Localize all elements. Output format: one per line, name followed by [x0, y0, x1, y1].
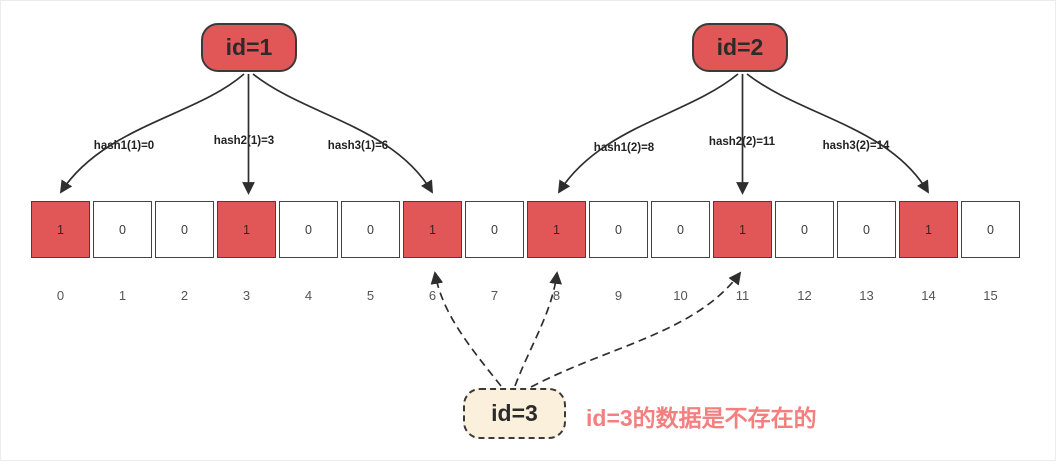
cell-value: 0 [305, 222, 312, 237]
hash-label-hash3-2: hash3(2)=14 [822, 140, 890, 152]
array-cell-10: 0 [651, 201, 710, 258]
id1-hash-arrows [59, 73, 433, 195]
cell-index-label-15: 15 [983, 287, 998, 303]
cell-value: 0 [119, 222, 126, 237]
cell-value: 1 [243, 222, 250, 237]
array-cell-13: 0 [837, 201, 896, 258]
cell-value: 0 [367, 222, 374, 237]
cell-value: 0 [987, 222, 994, 237]
cell-value: 1 [429, 222, 436, 237]
cell-index-label-12: 12 [797, 287, 812, 303]
hash-label-hash1-1: hash1(1)=0 [93, 140, 155, 152]
node-id3-label: id=3 [491, 400, 538, 426]
cell-value: 0 [863, 222, 870, 237]
array-cell-4: 0 [279, 201, 338, 258]
cell-index-label-9: 9 [614, 287, 623, 303]
hash-label-hash1-2: hash1(2)=8 [593, 142, 655, 154]
note-text: id=3的数据是不存在的 [586, 405, 817, 431]
cell-value: 1 [739, 222, 746, 237]
hash-label-hash2-1: hash2(1)=3 [213, 135, 275, 147]
hash-label-hash3-1: hash3(1)=6 [327, 140, 389, 152]
cell-value: 1 [925, 222, 932, 237]
cell-index-label-5: 5 [366, 287, 375, 303]
array-cell-5: 0 [341, 201, 400, 258]
cell-value: 0 [615, 222, 622, 237]
array-cell-1: 0 [93, 201, 152, 258]
cell-index-label-14: 14 [921, 287, 936, 303]
cell-index-label-8: 8 [552, 287, 561, 303]
bit-array: 1 0 0 1 0 0 1 0 1 0 0 1 0 0 1 0 [31, 201, 1020, 258]
array-cell-0: 1 [31, 201, 90, 258]
array-cell-9: 0 [589, 201, 648, 258]
cell-index-label-10: 10 [673, 287, 688, 303]
node-id3: id=3 [463, 388, 566, 439]
cell-value: 1 [553, 222, 560, 237]
cell-value: 1 [57, 222, 64, 237]
array-cell-14: 1 [899, 201, 958, 258]
array-cell-7: 0 [465, 201, 524, 258]
node-id1: id=1 [201, 23, 297, 72]
cell-index-label-6: 6 [428, 287, 437, 303]
cell-index-label-11: 11 [735, 287, 750, 303]
cell-index-label-1: 1 [118, 287, 127, 303]
cell-index-label-13: 13 [859, 287, 874, 303]
cell-value: 0 [801, 222, 808, 237]
arrow-id2-cell14 [746, 73, 929, 194]
cell-value: 0 [491, 222, 498, 237]
cell-value: 0 [677, 222, 684, 237]
array-cell-3: 1 [217, 201, 276, 258]
array-cell-6: 1 [403, 201, 462, 258]
hash-label-hash2-2: hash2(2)=11 [708, 136, 776, 148]
arrow-id1-cell0 [59, 73, 245, 194]
node-id2: id=2 [692, 23, 788, 72]
array-cell-11: 1 [713, 201, 772, 258]
arrow-id1-cell6 [252, 73, 433, 194]
cell-index-label-0: 0 [56, 287, 65, 303]
array-cell-12: 0 [775, 201, 834, 258]
cell-index-label-7: 7 [490, 287, 499, 303]
node-id2-label: id=2 [716, 34, 764, 60]
array-cell-8: 1 [527, 201, 586, 258]
node-id1-label: id=1 [225, 34, 273, 60]
id2-hash-arrows [557, 73, 929, 195]
arrow-id2-cell8 [557, 73, 739, 194]
cell-value: 0 [181, 222, 188, 237]
cell-index-label-2: 2 [180, 287, 189, 303]
cell-index-label-3: 3 [242, 287, 251, 303]
cell-index-label-4: 4 [304, 287, 313, 303]
array-cell-2: 0 [155, 201, 214, 258]
array-cell-15: 0 [961, 201, 1020, 258]
